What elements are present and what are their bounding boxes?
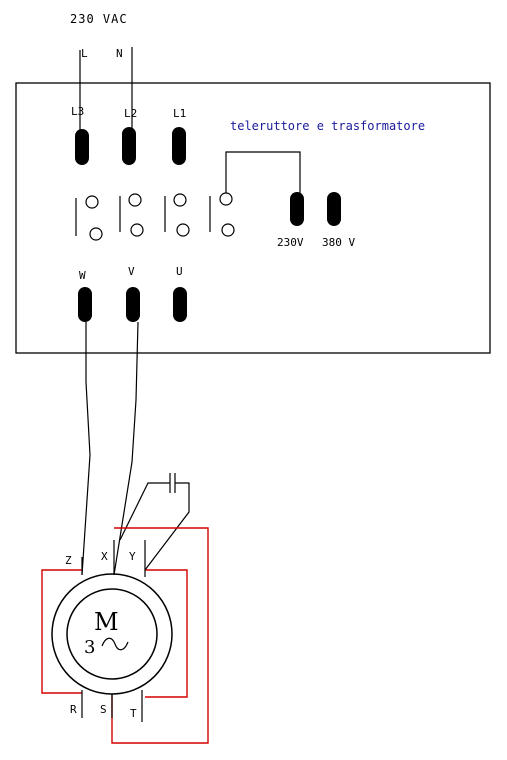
label-380v: 380 V [322,236,355,249]
terminal-w [78,287,92,322]
red-loop-y-t [145,569,188,698]
output-label-w: W [79,269,86,282]
terminal-v [126,287,140,322]
terminal-l2 [122,127,136,165]
motor-terminal-label-z: Z [65,554,72,567]
contact-1-bottom [89,227,103,241]
motor-inner-circle [66,588,158,680]
terminal-u [173,287,187,322]
ac-tilde-icon [101,637,129,651]
motor-terminal-label-y: Y [129,550,136,563]
terminal-230v [290,192,304,226]
input-label-l2: L2 [124,107,137,120]
motor-terminal-label-x: X [101,550,108,563]
input-label-l3: L3 [71,105,84,118]
contact-2-top [128,193,142,207]
red-wiring [41,527,209,744]
motor-symbol: M [94,608,119,636]
terminal-l3 [75,129,89,165]
line-label: L [81,47,88,60]
capacitor-lead-right [144,482,190,571]
terminal-l1 [172,127,186,165]
wire-w-to-z [81,322,91,576]
contact-1-top [85,195,99,209]
capacitor-lead-left [119,482,170,541]
terminal-380v [327,192,341,226]
neutral-label: N [116,47,123,60]
contact-3-bottom [176,223,190,237]
motor-terminal-label-t: T [130,707,137,720]
box-title: teleruttore e trasformatore [230,119,425,133]
label-230v: 230V [277,236,304,249]
red-loop-x-s [111,527,209,744]
capacitor [119,473,190,571]
input-label-l1: L1 [173,107,186,120]
output-label-u: U [176,265,183,278]
motor-terminal-label-s: S [100,703,107,716]
red-loop-z-r [41,569,82,694]
contactor-box [15,82,491,354]
contact-set [75,192,235,241]
motor-phases: 3 [84,637,95,658]
supply-label: 230 VAC [70,12,128,26]
wire-v-to-x [113,321,139,576]
contact-4-top [219,192,233,206]
motor: M 3 [51,573,173,695]
transformer-wire [225,151,301,196]
contact-3-top [173,193,187,207]
output-label-v: V [128,265,135,278]
motor-terminal-label-r: R [70,703,77,716]
contact-2-bottom [130,223,144,237]
contact-4-bottom [221,223,235,237]
